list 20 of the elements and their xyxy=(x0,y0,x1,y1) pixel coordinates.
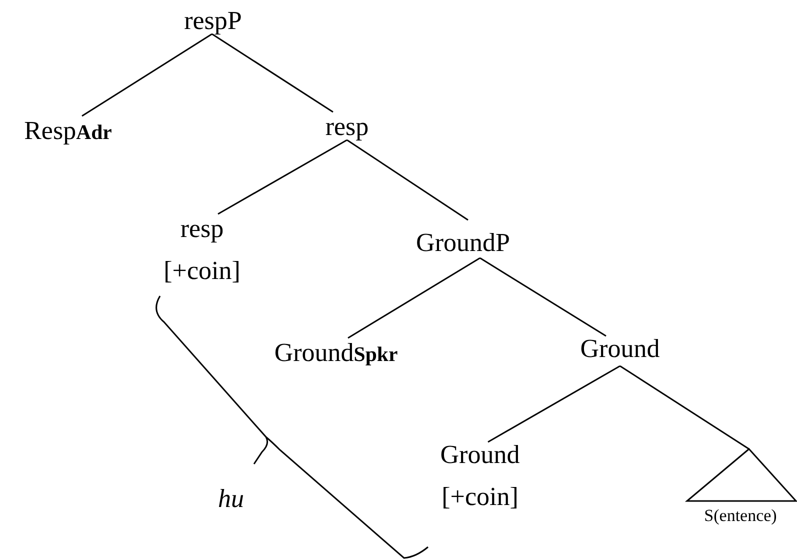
node-label: resp xyxy=(180,214,224,244)
node-label: Ground xyxy=(440,440,520,470)
tree-branch xyxy=(212,33,334,113)
node-label: respP xyxy=(184,6,242,36)
brace-label: hu xyxy=(218,484,244,514)
tree-branch xyxy=(218,139,348,215)
tree-branch xyxy=(82,33,212,117)
node-label: RespAdr xyxy=(24,116,112,147)
tree-branch xyxy=(348,257,480,339)
tree-branch xyxy=(620,365,750,450)
node-label: Ground xyxy=(580,334,660,364)
node-label: resp xyxy=(325,112,369,142)
feature-label: [+coin] xyxy=(442,482,518,512)
tree-branch xyxy=(480,257,606,337)
feature-label: [+coin] xyxy=(164,256,240,286)
tree-branch xyxy=(488,365,620,443)
node-label: GroundSpkr xyxy=(274,338,398,369)
node-label: GroundP xyxy=(416,228,510,258)
terminal-label: S(entence) xyxy=(704,506,777,525)
tree-branch xyxy=(346,139,468,221)
